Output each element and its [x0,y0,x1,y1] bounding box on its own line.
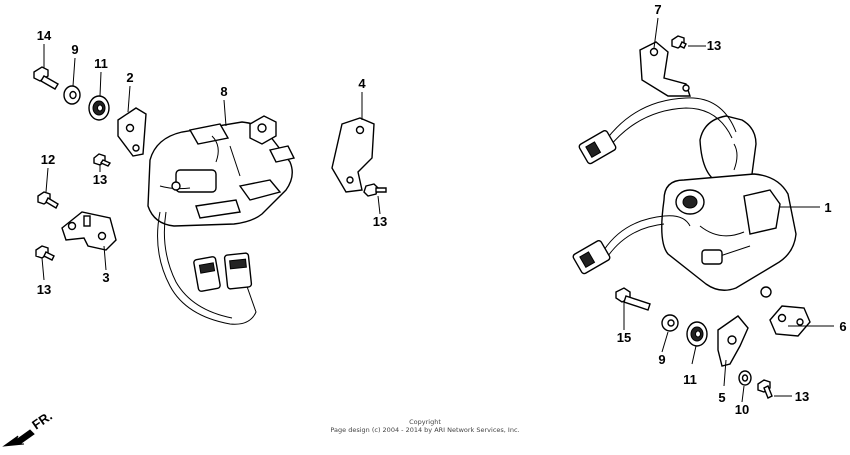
cushion-11-right[interactable] [686,321,708,347]
copyright-notice: Page design (c) 2004 - 2014 by ARI Netwo… [330,426,520,434]
bracket-2[interactable] [117,107,147,157]
bolt-15[interactable] [615,287,651,311]
callout-10[interactable]: 10 [735,402,749,417]
washer-10[interactable] [738,370,752,386]
callout-3[interactable]: 3 [102,270,109,285]
bolt-13-b[interactable] [363,183,387,197]
bolt-13-a[interactable] [93,153,112,167]
callout-12[interactable]: 12 [41,152,55,167]
bolt-13-d[interactable] [671,35,687,49]
callout-6[interactable]: 6 [839,319,846,334]
callout-5[interactable]: 5 [718,390,725,405]
bracket-3[interactable] [61,211,117,251]
modulator-1[interactable] [572,97,797,298]
callout-7[interactable]: 7 [654,2,661,17]
callout-1[interactable]: 1 [824,200,831,215]
callout-13-c[interactable]: 13 [37,282,51,297]
callout-11-left[interactable]: 11 [94,56,108,71]
callout-8[interactable]: 8 [220,84,227,99]
modulator-8[interactable] [147,115,296,325]
callout-4[interactable]: 4 [358,76,366,91]
callout-15[interactable]: 15 [617,330,631,345]
bracket-6[interactable] [769,305,811,337]
bolt-14[interactable] [33,66,59,90]
bracket-4[interactable] [331,117,375,193]
callout-14[interactable]: 14 [37,28,52,43]
callout-2[interactable]: 2 [126,70,133,85]
bolt-13-e[interactable] [757,379,773,399]
callout-11-right[interactable]: 11 [683,372,697,387]
bracket-5[interactable] [717,315,749,367]
washer-9-left[interactable] [63,85,81,105]
bolt-12[interactable] [37,191,59,209]
bolt-13-c[interactable] [35,245,55,261]
callout-13-e[interactable]: 13 [795,389,809,404]
cushion-11-left[interactable] [88,95,110,121]
callout-13-d[interactable]: 13 [707,38,721,53]
leader-lines [41,17,834,403]
callout-13-b[interactable]: 13 [373,214,387,229]
callout-13-a[interactable]: 13 [93,172,107,187]
callout-9-right[interactable]: 9 [658,352,665,367]
copyright-label: Copyright [409,418,441,426]
washer-9-right[interactable] [661,314,679,332]
bracket-7[interactable] [639,41,691,97]
callout-9-left[interactable]: 9 [71,42,78,57]
